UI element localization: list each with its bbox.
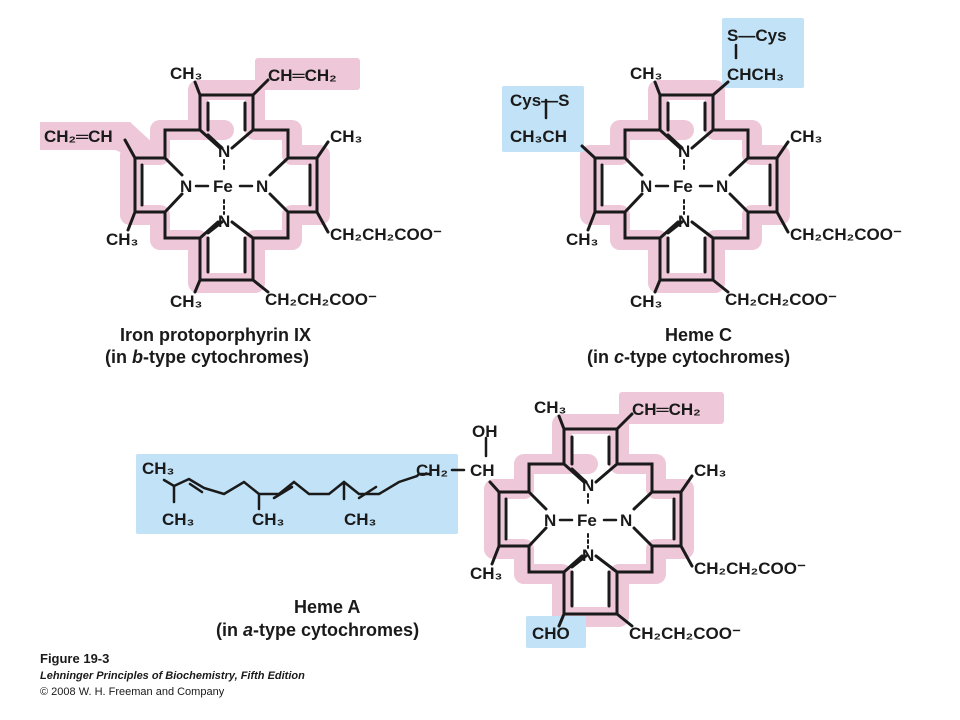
thioether-top-carbon: CHCH₃ bbox=[727, 65, 784, 84]
methyl-right-top: CH₃ bbox=[790, 127, 822, 146]
bond-lines bbox=[544, 43, 790, 294]
nitrogen-bottom: N bbox=[218, 212, 230, 231]
methyl-top-left: CH₃ bbox=[630, 64, 662, 83]
propionate-right: CH₂CH₂COO⁻ bbox=[330, 225, 442, 244]
propionate-right: CH₂CH₂COO⁻ bbox=[790, 225, 902, 244]
atom-labels: Fe N N N N bbox=[180, 142, 268, 231]
vinyl-top-right: CH═CH₂ bbox=[632, 400, 701, 419]
thioether-left-carbon: CH₃CH bbox=[510, 127, 567, 146]
atom-labels: Fe N N N N bbox=[544, 476, 632, 565]
nitrogen-left: N bbox=[544, 511, 556, 530]
chain-methyl-d: CH₃ bbox=[344, 510, 376, 529]
substituent-labels: CH₃ S—Cys CHCH₃ Cys—S CH₃CH CH₃ CH₃ CH₂C… bbox=[510, 26, 902, 311]
caption-title: Heme C bbox=[665, 325, 732, 345]
isoprenoid-highlight bbox=[136, 454, 458, 534]
vinyl-highlight-right bbox=[619, 392, 724, 424]
caption-subtitle: (in c-type cytochromes) bbox=[587, 347, 790, 367]
nitrogen-right: N bbox=[716, 177, 728, 196]
iron-atom: Fe bbox=[213, 177, 233, 196]
substituent-labels: CH₃ CH═CH₂ CH₃ CH₂CH₂COO⁻ CH₃ CHO CH₂CH₂… bbox=[142, 398, 806, 643]
chain-methylene: CH₂ bbox=[416, 461, 448, 480]
methyl-right-top: CH₃ bbox=[330, 127, 362, 146]
nitrogen-right: N bbox=[256, 177, 268, 196]
thioether-highlight-top bbox=[722, 18, 804, 88]
thioether-top-sulfur: S—Cys bbox=[727, 26, 787, 45]
thioether-left-sulfur: Cys—S bbox=[510, 91, 570, 110]
nitrogen-top: N bbox=[218, 142, 230, 161]
methyl-left-bottom: CH₃ bbox=[106, 230, 138, 249]
propionate-bottom: CH₂CH₂COO⁻ bbox=[265, 290, 377, 309]
molecule-heme-c: Fe N N N N CH₃ S—Cys CHCH₃ Cys—S CH₃CH C… bbox=[502, 18, 902, 367]
nitrogen-top: N bbox=[678, 142, 690, 161]
methyl-left-bottom: CH₃ bbox=[470, 564, 502, 583]
copyright-line: © 2008 W. H. Freeman and Company bbox=[40, 686, 225, 698]
chain-methine: CH bbox=[470, 461, 495, 480]
molecule-heme-a: Fe N N N N CH₃ CH═CH₂ CH₃ CH₂CH₂COO⁻ CH₃… bbox=[136, 392, 806, 648]
molecule-protoporphyrin-ix: Fe N N N N CH₃ CH═CH₂ CH₂═CH CH₃ CH₃ CH₂… bbox=[40, 58, 442, 367]
bond-lines bbox=[123, 78, 330, 294]
caption-title: Iron protoporphyrin IX bbox=[120, 325, 311, 345]
book-title: Lehninger Principles of Biochemistry, Fi… bbox=[40, 670, 305, 682]
vinyl-left: CH₂═CH bbox=[44, 127, 113, 146]
propionate-bottom: CH₂CH₂COO⁻ bbox=[629, 624, 741, 643]
highlight-group bbox=[40, 58, 360, 293]
nitrogen-right: N bbox=[620, 511, 632, 530]
formyl-bottom-left: CHO bbox=[532, 624, 570, 643]
highlight-group bbox=[502, 18, 804, 293]
methyl-bottom-left: CH₃ bbox=[170, 292, 202, 311]
thioether-highlight-left bbox=[502, 86, 584, 152]
vinyl-highlight-right bbox=[255, 58, 360, 90]
propionate-bottom: CH₂CH₂COO⁻ bbox=[725, 290, 837, 309]
caption-subtitle: (in a-type cytochromes) bbox=[216, 620, 419, 640]
caption-title: Heme A bbox=[294, 597, 360, 617]
bond-lines bbox=[162, 412, 694, 628]
nitrogen-bottom: N bbox=[678, 212, 690, 231]
methyl-top-left: CH₃ bbox=[170, 64, 202, 83]
highlight-group bbox=[136, 392, 724, 648]
conjugation-highlight bbox=[120, 80, 330, 293]
iron-atom: Fe bbox=[577, 511, 597, 530]
nitrogen-left: N bbox=[180, 177, 192, 196]
methyl-top-left: CH₃ bbox=[534, 398, 566, 417]
nitrogen-top: N bbox=[582, 476, 594, 495]
hydroxyl-group: OH bbox=[472, 422, 498, 441]
caption-subtitle: (in b-type cytochromes) bbox=[105, 347, 309, 367]
vinyl-top-right: CH═CH₂ bbox=[268, 66, 337, 85]
vinyl-highlight-left bbox=[40, 122, 155, 160]
conjugation-highlight bbox=[484, 414, 694, 627]
nitrogen-bottom: N bbox=[582, 546, 594, 565]
substituent-labels: CH₃ CH═CH₂ CH₂═CH CH₃ CH₃ CH₂CH₂COO⁻ CH₃… bbox=[44, 64, 442, 311]
formyl-highlight bbox=[526, 616, 586, 648]
propionate-right: CH₂CH₂COO⁻ bbox=[694, 559, 806, 578]
figure-number: Figure 19-3 bbox=[40, 651, 110, 666]
nitrogen-left: N bbox=[640, 177, 652, 196]
methyl-right-top: CH₃ bbox=[694, 461, 726, 480]
methyl-left-bottom: CH₃ bbox=[566, 230, 598, 249]
atom-labels: Fe N N N N bbox=[640, 142, 728, 231]
methyl-bottom-left: CH₃ bbox=[630, 292, 662, 311]
conjugation-highlight bbox=[580, 80, 790, 293]
chain-methyl-a: CH₃ bbox=[142, 459, 174, 478]
iron-atom: Fe bbox=[673, 177, 693, 196]
chain-methyl-c: CH₃ bbox=[252, 510, 284, 529]
chain-methyl-b: CH₃ bbox=[162, 510, 194, 529]
